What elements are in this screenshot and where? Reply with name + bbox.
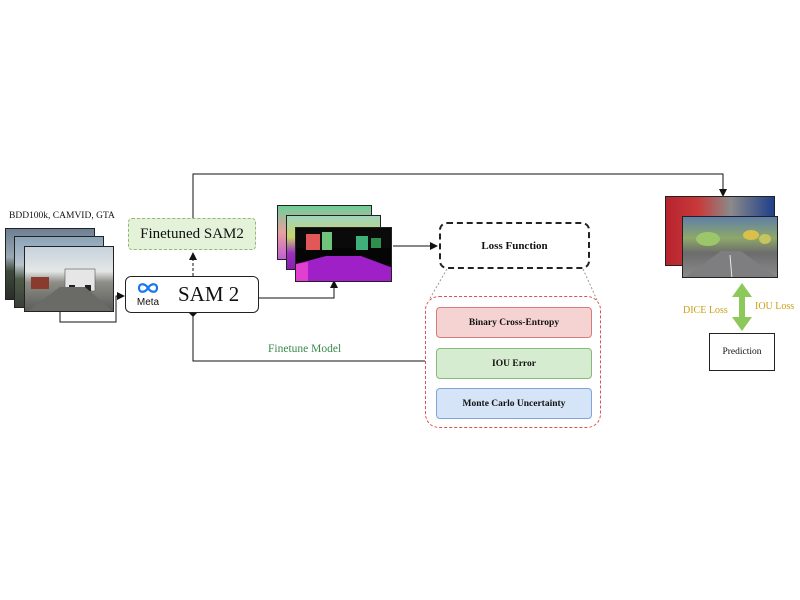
- loss-item-bce: Binary Cross-Entropy: [436, 307, 592, 338]
- finetune-model-label: Finetune Model: [268, 343, 342, 355]
- input-image-stack: [5, 222, 120, 312]
- dice-loss-label: DICE Loss: [683, 305, 728, 316]
- loss-item-monte-carlo: Monte Carlo Uncertainty: [436, 388, 592, 419]
- sam2-title: SAM 2: [178, 282, 240, 306]
- double-arrow-icon: [732, 283, 752, 331]
- mask-image-front: [295, 227, 392, 282]
- infinity-icon: [137, 283, 159, 293]
- meta-logo: Meta: [135, 281, 161, 308]
- dataset-label: BDD100k, CAMVID, GTA: [9, 211, 115, 221]
- segmentation-mask-stack: [277, 205, 397, 285]
- groundtruth-image-front: [682, 216, 778, 278]
- loss-item-iou-error: IOU Error: [436, 348, 592, 379]
- finetuned-sam2-box: Finetuned SAM2: [128, 218, 256, 250]
- input-image-front: [24, 246, 114, 312]
- loss-function-box: Loss Function: [439, 222, 590, 269]
- sam2-box: Meta SAM 2: [125, 276, 259, 313]
- meta-logo-text: Meta: [136, 297, 160, 308]
- iou-loss-label: IOU Loss: [755, 301, 795, 312]
- edge-top-to-groundtruth: [192, 173, 727, 218]
- loss-components-group: Binary Cross-Entropy IOU Error Monte Car…: [425, 296, 601, 428]
- prediction-box: Prediction: [709, 333, 775, 371]
- groundtruth-image-stack: [665, 196, 785, 282]
